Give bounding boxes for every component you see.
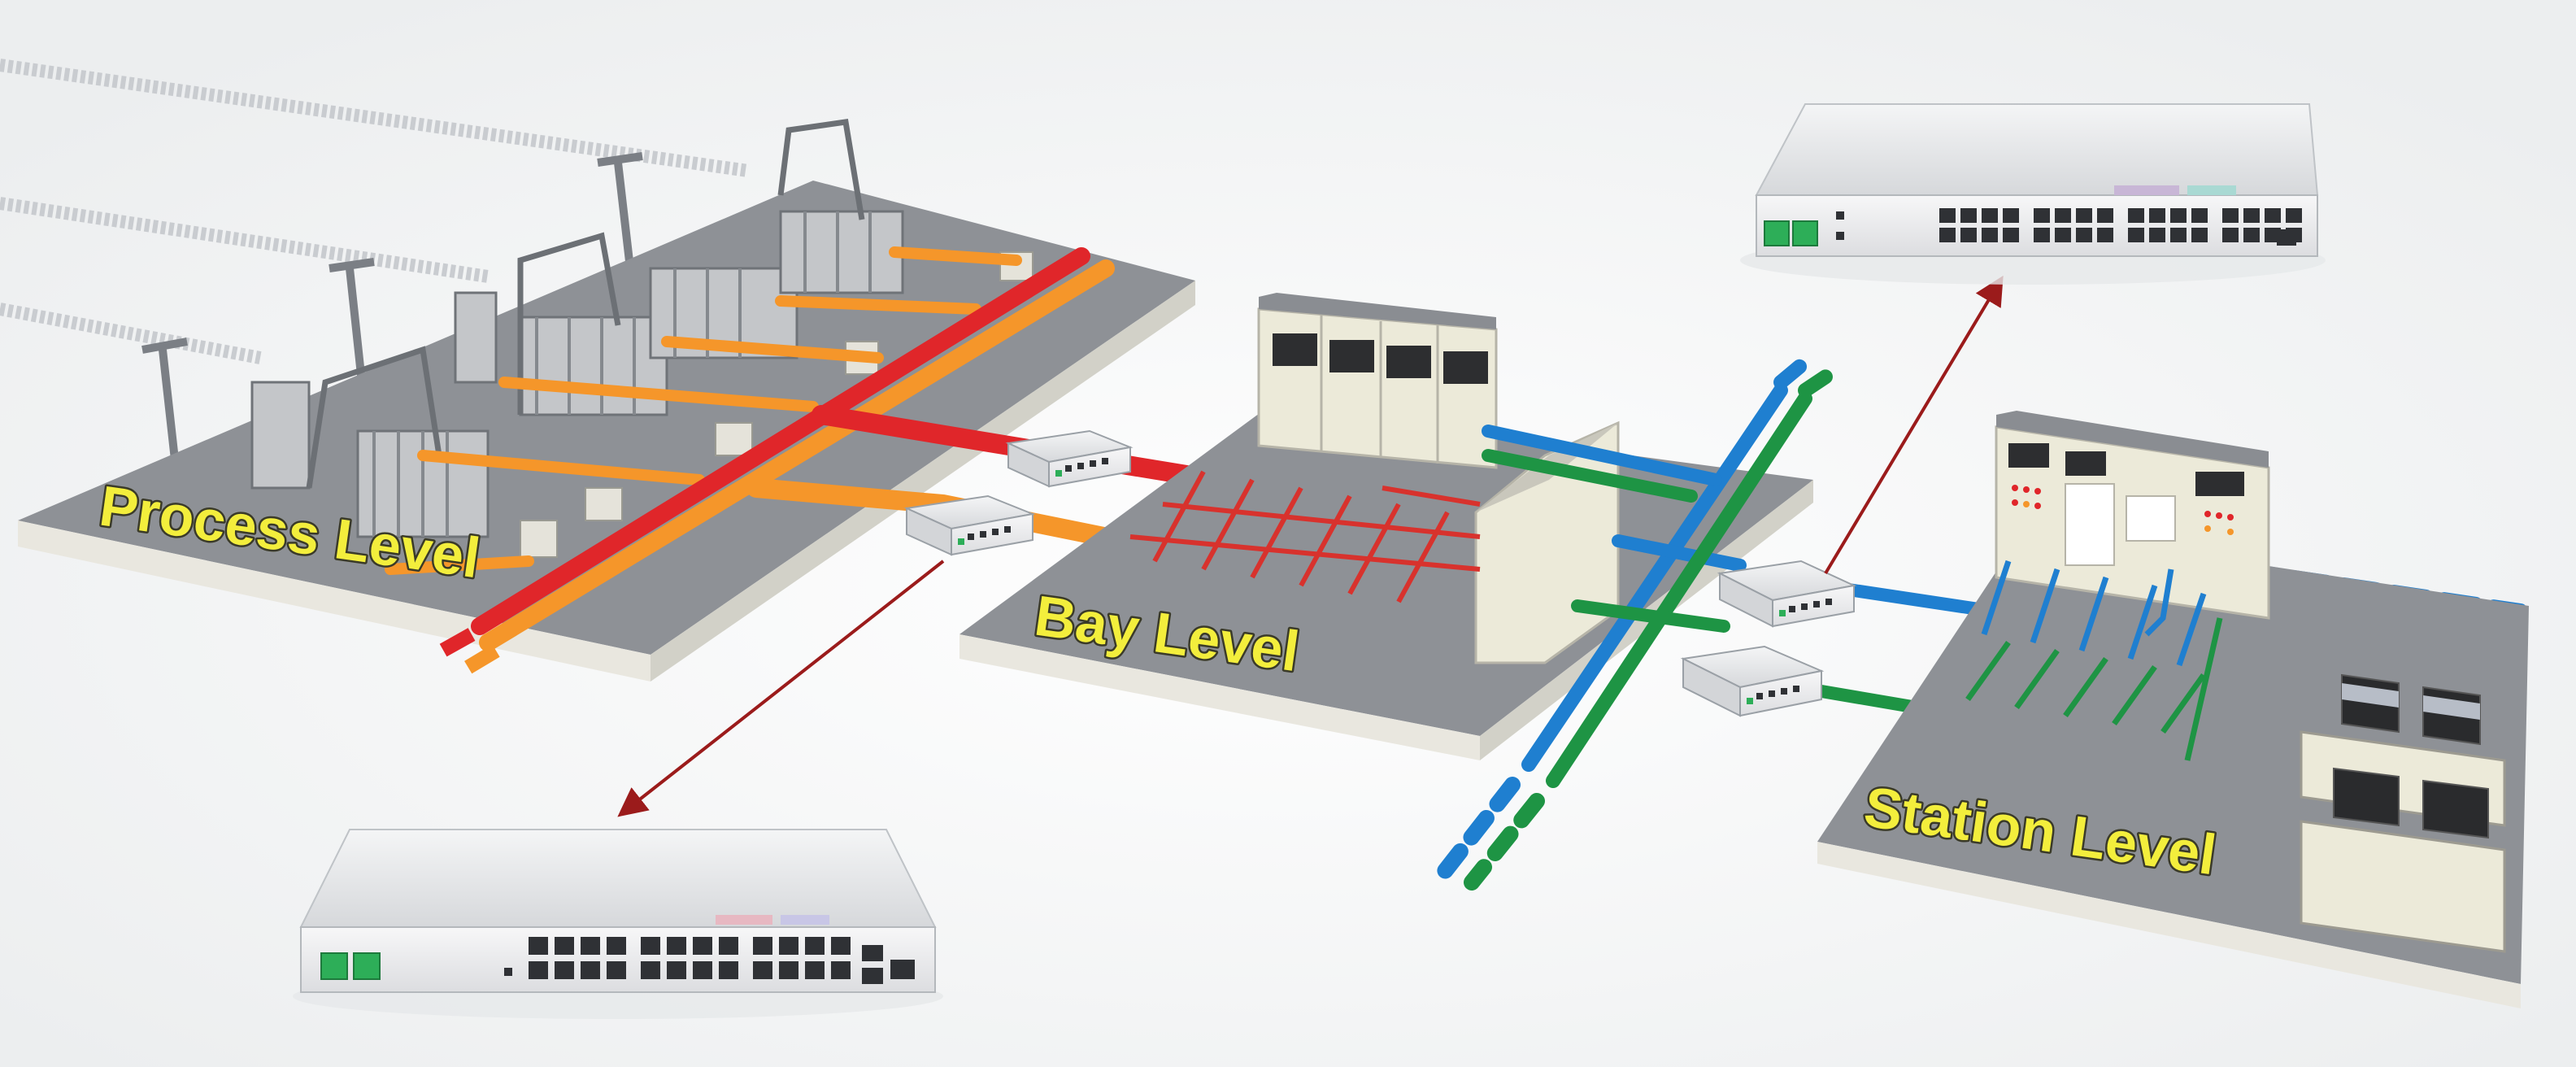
ethernet-port <box>2055 228 2071 242</box>
ethernet-port <box>2076 208 2092 223</box>
ethernet-port <box>779 937 798 955</box>
ethernet-port <box>2191 228 2208 242</box>
ethernet-port <box>2128 228 2144 242</box>
rack-switch-icon <box>903 429 1857 717</box>
ethernet-port <box>2076 228 2092 242</box>
ethernet-port <box>805 937 825 955</box>
ethernet-port <box>667 961 686 979</box>
ethernet-port <box>2149 228 2165 242</box>
ethernet-port <box>2265 208 2281 223</box>
ethernet-port <box>2097 228 2113 242</box>
ethernet-port <box>2055 208 2071 223</box>
ethernet-port <box>2034 208 2050 223</box>
process-bus-dashed <box>427 628 500 682</box>
ethernet-port <box>2170 208 2187 223</box>
ethernet-port <box>2003 228 2019 242</box>
ethernet-port <box>607 961 626 979</box>
arrow-to-lower-switch <box>617 560 945 817</box>
ethernet-port <box>2149 208 2165 223</box>
ethernet-port <box>581 961 600 979</box>
ethernet-port <box>607 937 626 955</box>
ethernet-port <box>1960 208 1977 223</box>
ethernet-port <box>641 961 660 979</box>
ethernet-port <box>555 961 574 979</box>
ethernet-port <box>719 961 738 979</box>
ethernet-port <box>581 937 600 955</box>
ethernet-port <box>1939 228 1956 242</box>
ethernet-port <box>529 961 548 979</box>
ethernet-port <box>805 961 825 979</box>
station-wiring <box>1965 560 2223 761</box>
ethernet-port <box>1982 228 1998 242</box>
ethernet-port <box>831 937 851 955</box>
ethernet-port <box>1982 208 1998 223</box>
ethernet-port <box>2191 208 2208 223</box>
ethernet-port <box>641 937 660 955</box>
ethernet-port <box>2097 208 2113 223</box>
ethernet-port <box>753 961 772 979</box>
bay-wiring-red <box>1129 470 1481 603</box>
ethernet-port <box>831 961 851 979</box>
ethernet-port <box>2222 208 2239 223</box>
arrow-to-upper-switch <box>1824 275 2004 575</box>
power-line-icon <box>0 59 750 460</box>
ethernet-port <box>779 961 798 979</box>
ethernet-port <box>719 937 738 955</box>
ethernet-port <box>2222 228 2239 242</box>
ethernet-port <box>2243 228 2260 242</box>
ethernet-port <box>2170 228 2187 242</box>
ethernet-port <box>1939 208 1956 223</box>
computer-icon <box>2300 673 2506 953</box>
rack-switch-icon <box>1740 103 2326 285</box>
rack-switch-icon <box>293 829 943 1019</box>
ethernet-port <box>2243 208 2260 223</box>
cabinet-icon <box>1995 411 2270 620</box>
ethernet-port <box>529 937 548 955</box>
ethernet-port <box>667 937 686 955</box>
ethernet-port <box>693 937 712 955</box>
ethernet-port <box>2003 208 2019 223</box>
zoom-arrows <box>617 275 2004 817</box>
ethernet-port <box>2128 208 2144 223</box>
ethernet-port <box>753 937 772 955</box>
ethernet-port <box>555 937 574 955</box>
ethernet-port <box>693 961 712 979</box>
ethernet-port <box>1960 228 1977 242</box>
ethernet-port <box>2286 208 2302 223</box>
ethernet-port <box>2034 228 2050 242</box>
